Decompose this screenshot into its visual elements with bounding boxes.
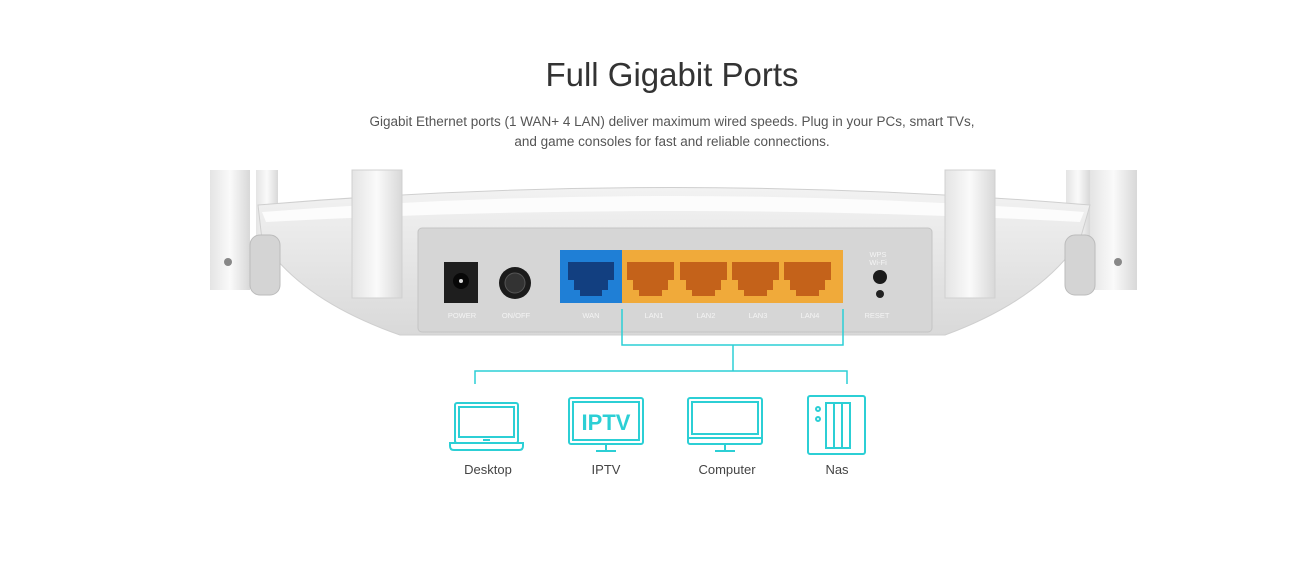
lan-port-3 xyxy=(732,262,779,296)
antenna xyxy=(1090,170,1137,290)
lan3-label: LAN3 xyxy=(749,311,768,320)
device-label-nas: Nas xyxy=(825,462,849,477)
iptv-icon xyxy=(568,397,644,452)
onoff-label: ON/OFF xyxy=(502,311,531,320)
router-image: WPS Wi-Fi POWER ON/OFF WAN LAN1 LAN2 LAN… xyxy=(210,169,1137,336)
subtitle-line-1: Gigabit Ethernet ports (1 WAN+ 4 LAN) de… xyxy=(369,114,975,129)
screw-icon xyxy=(224,258,232,266)
wan-label: WAN xyxy=(582,311,599,320)
device-label-desktop: Desktop xyxy=(464,462,512,477)
lan4-label: LAN4 xyxy=(801,311,820,320)
page-title: Full Gigabit Ports xyxy=(545,56,799,93)
lan1-label: LAN1 xyxy=(645,311,664,320)
wps-button xyxy=(873,270,887,284)
subtitle-line-2: and game consoles for fast and reliable … xyxy=(514,134,830,149)
lan2-label: LAN2 xyxy=(697,311,716,320)
lan-port-1 xyxy=(627,262,674,296)
wifi-label: Wi-Fi xyxy=(869,258,887,267)
reset-label: RESET xyxy=(864,311,889,320)
power-label: POWER xyxy=(448,311,477,320)
iptv-screen-text: IPTV xyxy=(582,410,631,435)
connection-lines xyxy=(474,309,848,384)
nas-icon xyxy=(807,395,866,455)
monitor-icon xyxy=(687,397,763,452)
page-subtitle: Gigabit Ethernet ports (1 WAN+ 4 LAN) de… xyxy=(0,112,1289,152)
antenna xyxy=(944,169,996,299)
antenna xyxy=(351,169,403,299)
antenna xyxy=(210,170,250,290)
lan-port-4 xyxy=(784,262,831,296)
screw-icon xyxy=(1114,258,1122,266)
reset-button xyxy=(876,290,884,298)
device-label-computer: Computer xyxy=(698,462,756,477)
lan-port-2 xyxy=(680,262,727,296)
device-label-iptv: IPTV xyxy=(591,462,621,477)
wps-label: WPS xyxy=(869,250,886,259)
laptop-icon xyxy=(449,402,524,451)
